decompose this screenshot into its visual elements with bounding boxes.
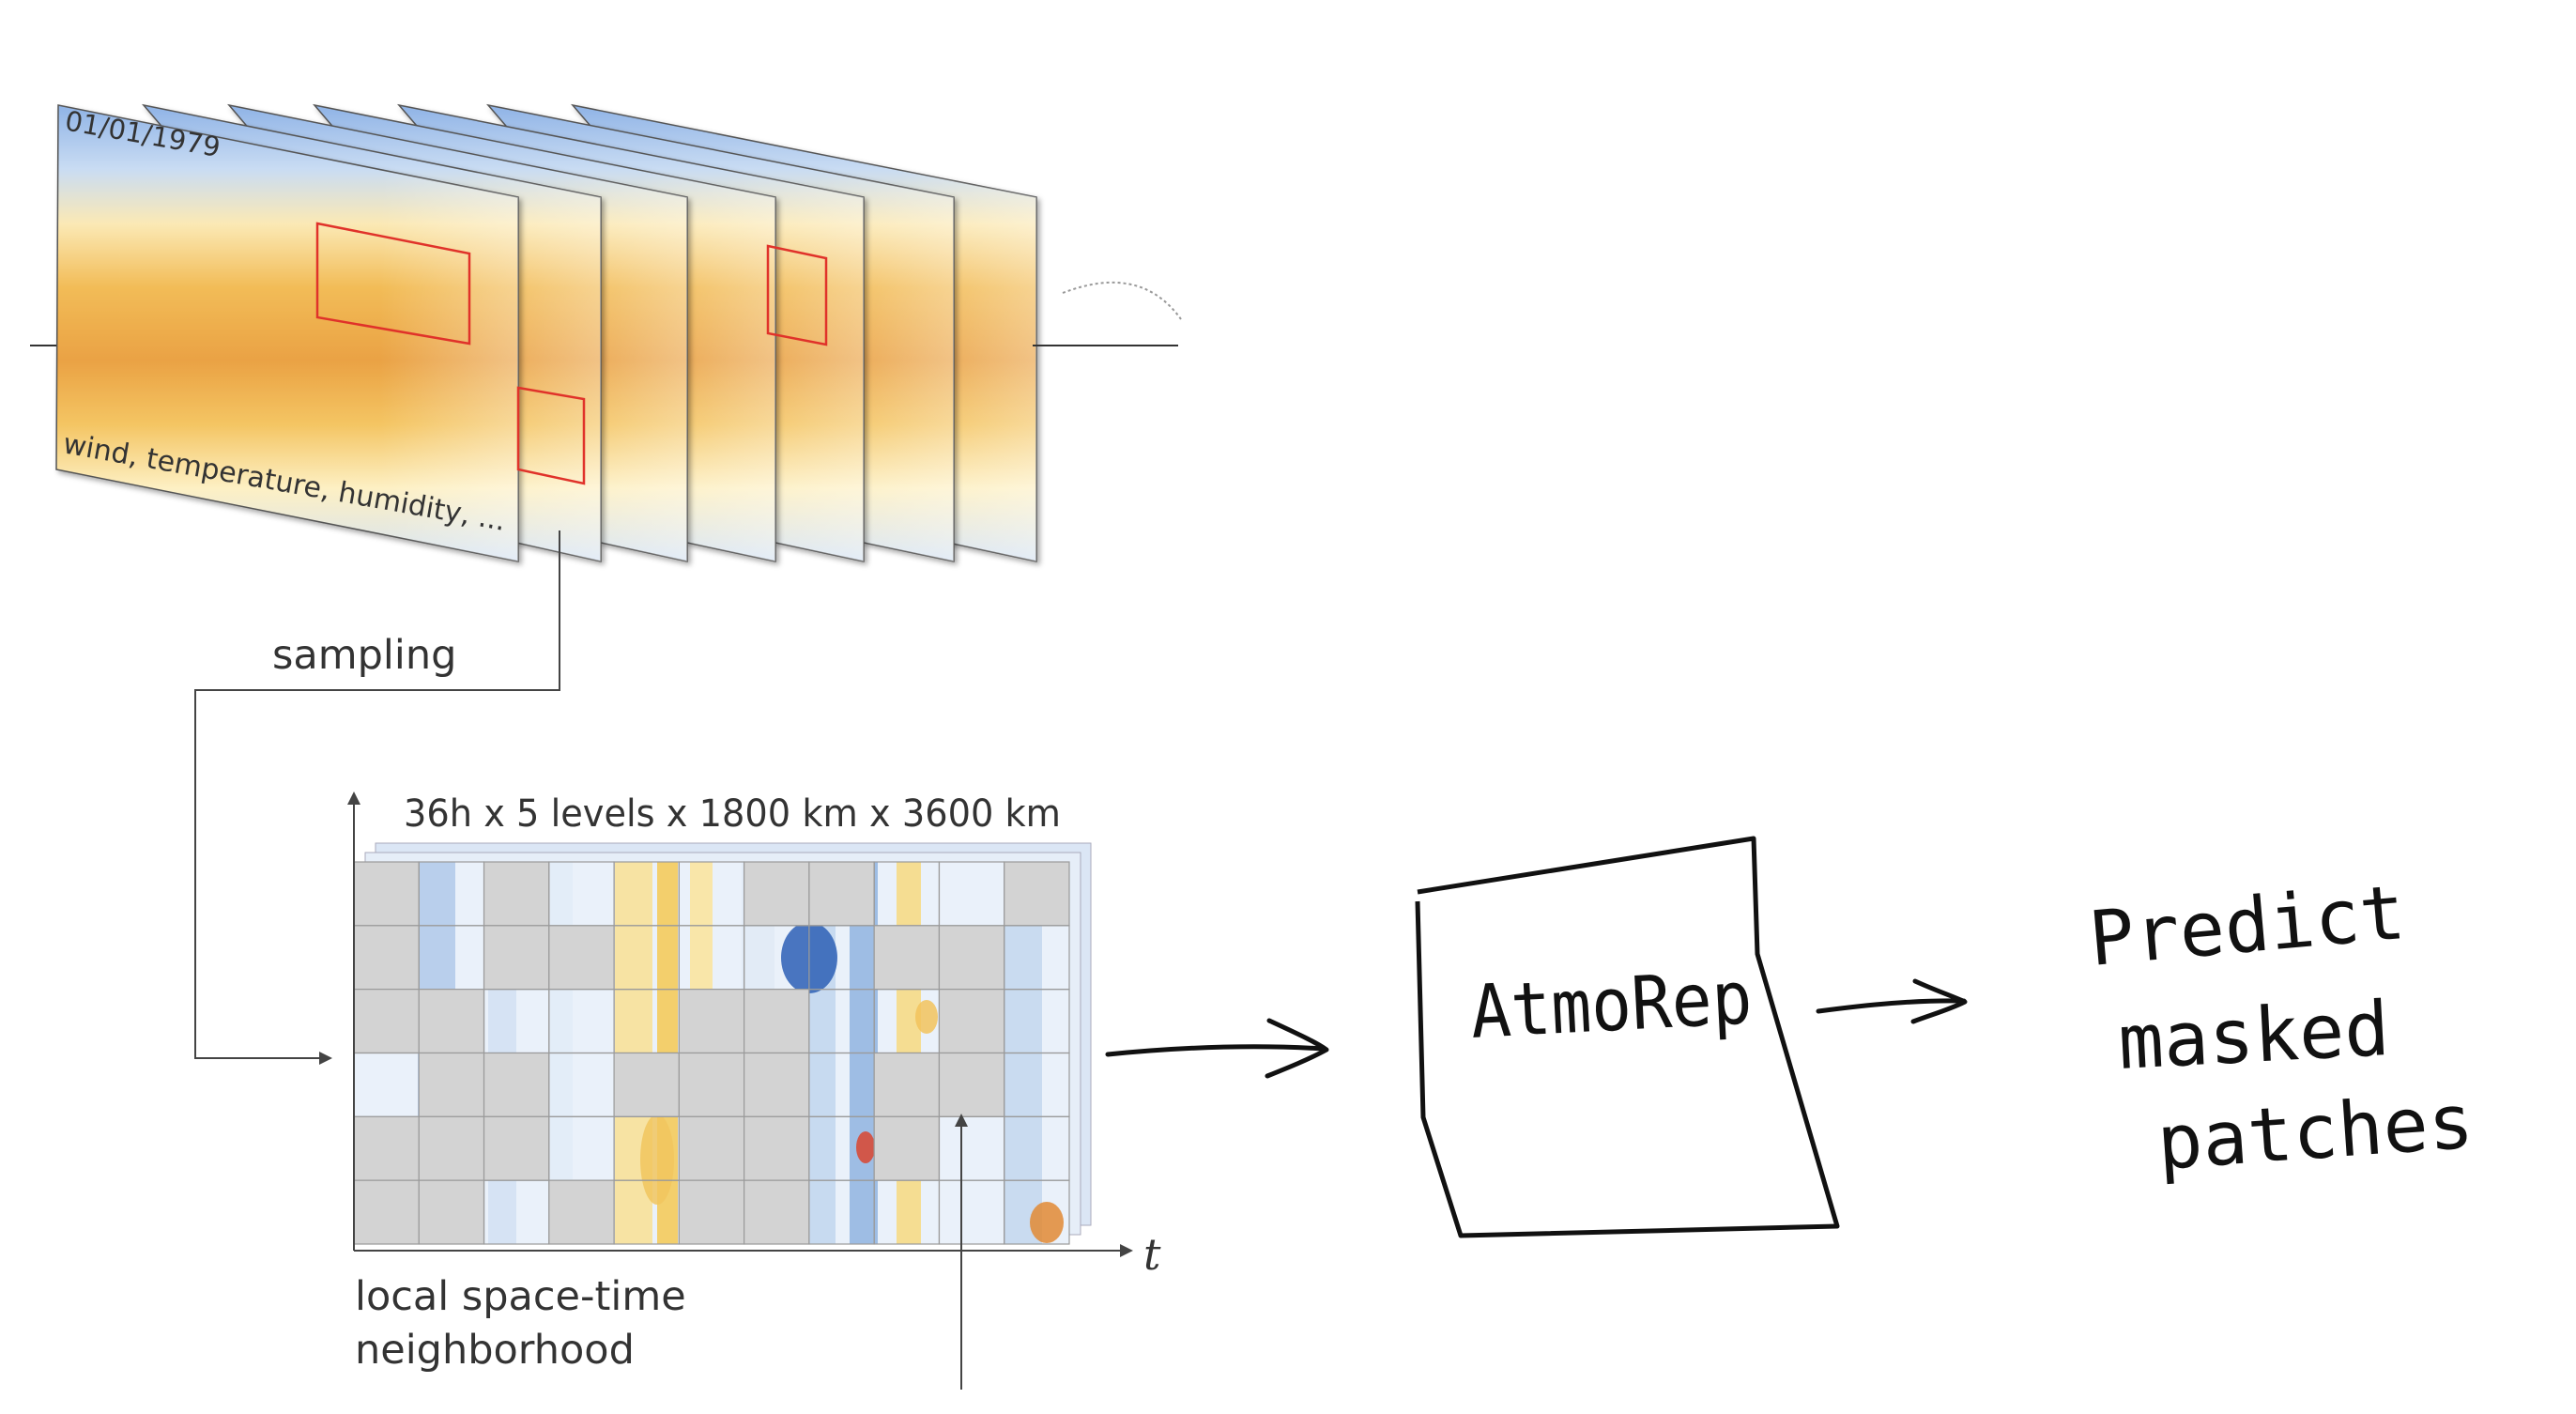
atmorep-model-box bbox=[1415, 836, 1840, 1238]
masked-patch bbox=[744, 1052, 810, 1117]
masked-patch bbox=[483, 861, 550, 927]
masked-patch bbox=[418, 1052, 485, 1117]
masked-patch bbox=[744, 861, 810, 927]
masked-patch bbox=[353, 1179, 420, 1245]
field-feature bbox=[915, 1000, 938, 1034]
masked-patch bbox=[483, 1115, 550, 1181]
masked-patch bbox=[418, 1115, 485, 1181]
masked-patch bbox=[873, 1115, 941, 1181]
masked-patch bbox=[744, 1179, 810, 1245]
masked-patch bbox=[744, 989, 810, 1054]
masked-patch bbox=[744, 1115, 810, 1181]
masked-patch bbox=[873, 925, 941, 991]
field-feature bbox=[1030, 1202, 1064, 1243]
sampling-connector bbox=[194, 530, 560, 1065]
masked-patch bbox=[548, 1179, 615, 1245]
output-line2: masked bbox=[2116, 985, 2391, 1086]
masked-patch bbox=[353, 989, 420, 1054]
masked-patch bbox=[808, 861, 875, 927]
output-line3: patches bbox=[2154, 1078, 2476, 1187]
neighborhood-caption-line1: local space-time bbox=[355, 1273, 686, 1320]
sampling-label: sampling bbox=[272, 632, 456, 679]
continuation-arc bbox=[1062, 281, 1182, 320]
masked-patch bbox=[938, 989, 1005, 1054]
masked-patch bbox=[1004, 861, 1070, 927]
masked-patch bbox=[938, 925, 1005, 991]
masked-patch bbox=[483, 1052, 550, 1117]
masked-patch bbox=[548, 925, 615, 991]
neighborhood-caption-line2: neighborhood bbox=[355, 1327, 635, 1374]
masked-patch bbox=[418, 1179, 485, 1245]
field-feature bbox=[856, 1131, 875, 1163]
masked-patch bbox=[353, 861, 420, 927]
arrow-to-output bbox=[1816, 978, 1968, 1024]
masked-patch bbox=[353, 1115, 420, 1181]
neighborhood-panel bbox=[353, 842, 1092, 1245]
sample-selection-box bbox=[516, 386, 586, 485]
masked-patch bbox=[678, 989, 745, 1054]
neighborhood-dims-label: 36h x 5 levels x 1800 km x 3600 km bbox=[404, 792, 1061, 836]
masked-patch bbox=[678, 1179, 745, 1245]
masked-patch bbox=[873, 1052, 941, 1117]
neighborhood-patch-grid bbox=[353, 861, 1070, 1245]
masked-patch bbox=[613, 1052, 680, 1117]
field-feature bbox=[640, 1114, 674, 1205]
arrow-to-model bbox=[1105, 1018, 1329, 1079]
masked-patch bbox=[938, 1052, 1005, 1117]
atmorep-model-label: AtmoRep bbox=[1468, 956, 1754, 1055]
visible-patch bbox=[1004, 1179, 1070, 1245]
time-axis-label: t bbox=[1143, 1229, 1161, 1280]
output-line1: Predict bbox=[2086, 868, 2409, 983]
masked-patch bbox=[678, 1052, 745, 1117]
masked-patch bbox=[483, 925, 550, 991]
masked-patch bbox=[418, 989, 485, 1054]
masked-patch bbox=[678, 1115, 745, 1181]
masked-patch bbox=[353, 925, 420, 991]
sample-selection-box bbox=[315, 222, 471, 346]
era5-frame-highlight bbox=[56, 105, 518, 561]
sample-selection-box bbox=[766, 244, 828, 346]
era5-frame-stack bbox=[55, 103, 1037, 562]
